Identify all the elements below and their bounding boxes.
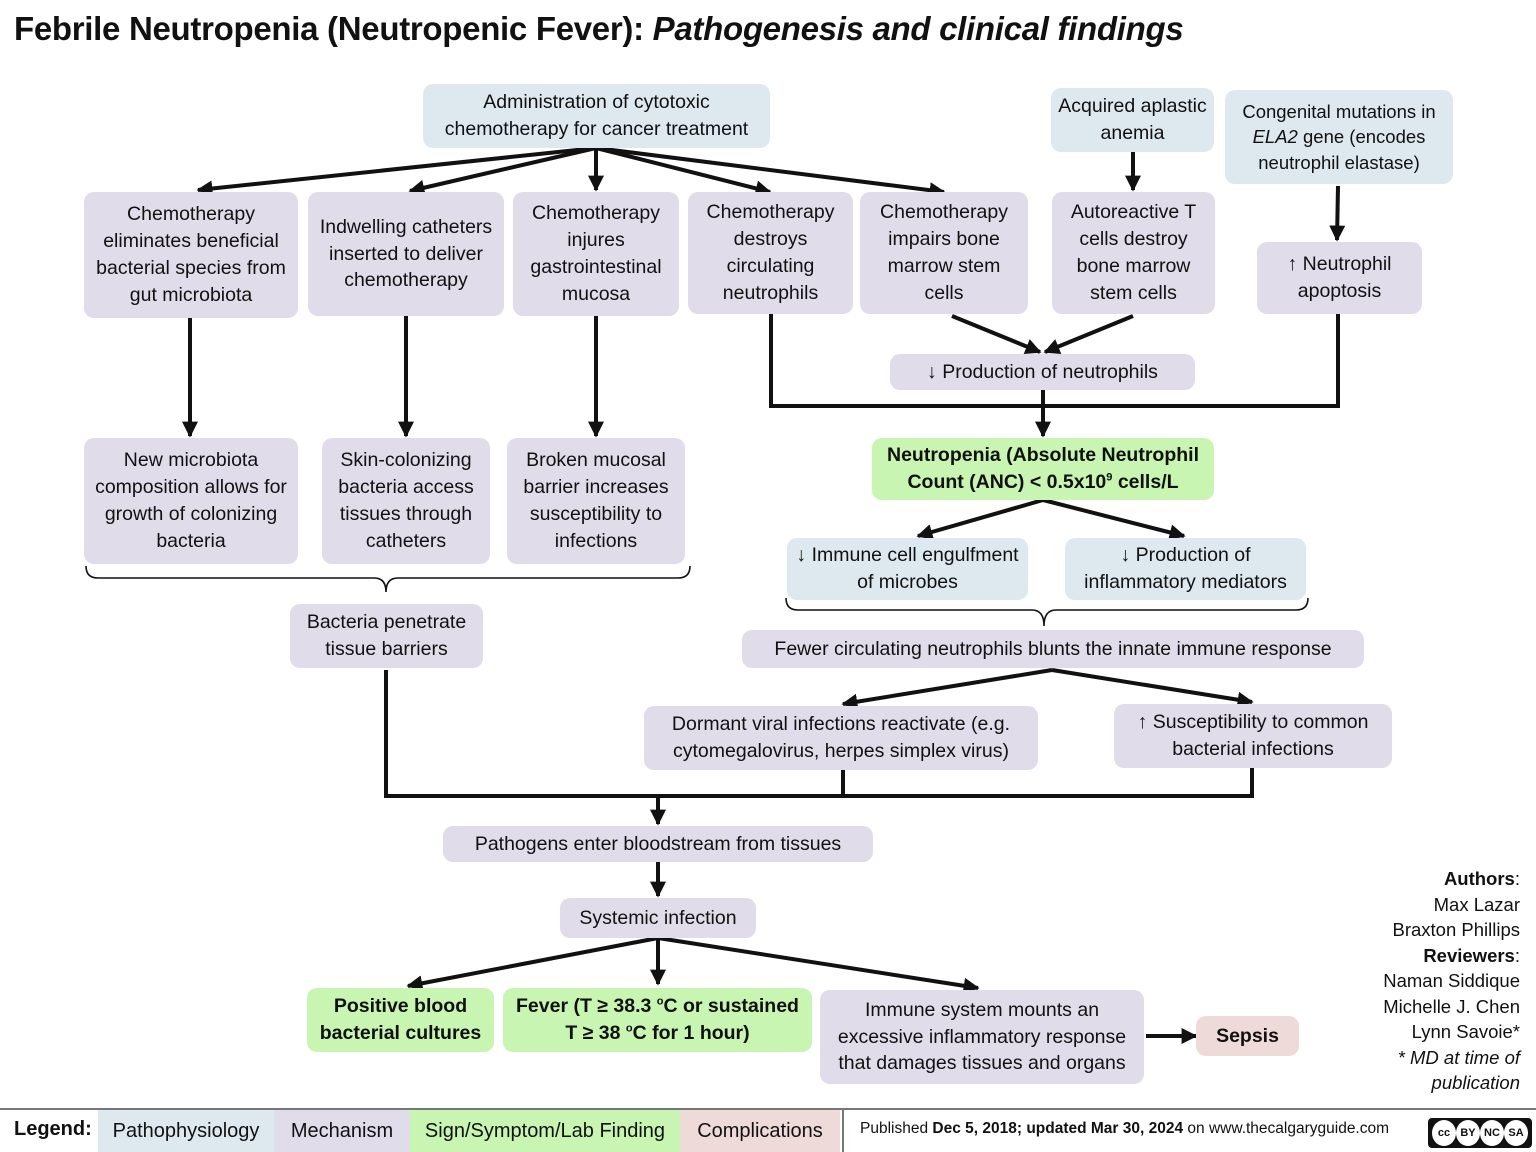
legend-pathophysiology: Pathophysiology: [98, 1110, 274, 1152]
node-dormant-viral-infections: Dormant viral infections reactivate (e.g…: [644, 706, 1038, 770]
arrow-systemic-to-cultures: [406, 936, 659, 992]
legend-separator: [842, 1110, 844, 1152]
node-bacterial-susceptibility: ↑ Susceptibility to common bacterial inf…: [1114, 704, 1392, 768]
node-inflammatory-mediators: ↓ Production of inflammatory mediators: [1065, 538, 1306, 600]
node-chemo-destroys-neutrophils: Chemotherapy destroys circulating neutro…: [688, 192, 853, 314]
arrow-neutropenia-to-engulfment: [916, 498, 1044, 540]
author-name: Max Lazar: [1433, 893, 1520, 915]
node-excessive-inflammatory-response: Immune system mounts an excessive inflam…: [820, 990, 1144, 1084]
node-chemo-gut-microbiota: Chemotherapy eliminates beneficial bacte…: [84, 192, 298, 318]
node-fewer-circulating-neutrophils: Fewer circulating neutrophils blunts the…: [742, 630, 1364, 668]
node-pathogens-bloodstream: Pathogens enter bloodstream from tissues: [443, 826, 873, 862]
node-neutrophil-apoptosis: ↑ Neutrophil apoptosis: [1257, 242, 1422, 314]
node-positive-blood-cultures: Positive blood bacterial cultures: [307, 988, 494, 1052]
node-systemic-infection: Systemic infection: [560, 898, 756, 938]
node-chemo-impairs-marrow: Chemotherapy impairs bone marrow stem ce…: [860, 192, 1028, 314]
title-subtitle: Pathogenesis and clinical findings: [652, 10, 1184, 47]
arrow-marrow-to-production: [951, 314, 1042, 354]
brace-left-group: [85, 565, 691, 593]
arrow-systemic-to-immune: [657, 936, 980, 994]
node-autoreactive-t-cells: Autoreactive T cells destroy bone marrow…: [1052, 192, 1215, 314]
legend-label: Legend:: [14, 1118, 92, 1140]
title-main: Febrile Neutropenia (Neutropenic Fever):: [14, 10, 644, 47]
node-immune-cell-engulfment: ↓ Immune cell engulfment of microbes: [787, 538, 1028, 600]
md-note: * MD at time of publication: [1397, 1046, 1520, 1094]
arrow-congenital-to-apoptosis: [1329, 185, 1346, 242]
legend-sign-symptom-lab: Sign/Symptom/Lab Finding: [410, 1110, 680, 1152]
arrow-admin-to-neutrophils: [595, 146, 772, 197]
arrow-admin-to-marrow: [595, 146, 946, 199]
legend-mechanism: Mechanism: [274, 1110, 410, 1152]
node-indwelling-catheters: Indwelling catheters inserted to deliver…: [308, 192, 504, 316]
node-chemotherapy-administration: Administration of cytotoxic chemotherapy…: [423, 84, 770, 148]
arrow-blunted-to-bacterial: [1051, 668, 1254, 708]
line-bottom-merge: [384, 670, 1254, 798]
arrow-admin-to-gut: [196, 146, 597, 197]
arrow-neutropenia-to-mediators: [1042, 498, 1186, 541]
authors-block: Authors: Max Lazar Braxton Phillips Revi…: [1380, 866, 1520, 1096]
publication-info: Published Dec 5, 2018; updated Mar 30, 2…: [860, 1120, 1390, 1137]
reviewer-name: Naman Siddique: [1383, 970, 1520, 992]
reviewer-name: Lynn Savoie*: [1411, 1021, 1520, 1043]
arrow-blunted-to-viral: [841, 668, 1053, 710]
arrow-t-cells-to-production: [1043, 314, 1134, 354]
node-new-microbiota: New microbiota composition allows for gr…: [84, 438, 298, 564]
node-sepsis: Sepsis: [1196, 1016, 1299, 1056]
legend-complications: Complications: [680, 1110, 840, 1152]
node-acquired-aplastic-anemia: Acquired aplastic anemia: [1051, 88, 1214, 152]
reviewer-name: Michelle J. Chen: [1383, 995, 1520, 1017]
arrow-admin-to-catheters: [408, 146, 597, 196]
author-name: Braxton Phillips: [1392, 919, 1520, 941]
line-neutrophils-merge: [769, 314, 1340, 408]
footer-divider: [0, 1108, 1536, 1110]
node-production-of-neutrophils: ↓ Production of neutrophils: [890, 354, 1195, 390]
page-title: Febrile Neutropenia (Neutropenic Fever):…: [14, 10, 1184, 48]
node-congenital-mutations: Congenital mutations in ELA2 gene (encod…: [1225, 90, 1453, 184]
node-chemo-gi-mucosa: Chemotherapy injures gastrointestinal mu…: [513, 192, 679, 316]
node-skin-colonizing-bacteria: Skin-colonizing bacteria access tissues …: [322, 438, 490, 564]
node-fever: Fever (T ≥ 38.3 oC or sustained T ≥ 38 o…: [503, 988, 812, 1052]
brace-right-group: [785, 597, 1309, 627]
node-bacteria-penetrate: Bacteria penetrate tissue barriers: [290, 604, 483, 668]
node-broken-mucosal-barrier: Broken mucosal barrier increases suscept…: [507, 438, 685, 564]
